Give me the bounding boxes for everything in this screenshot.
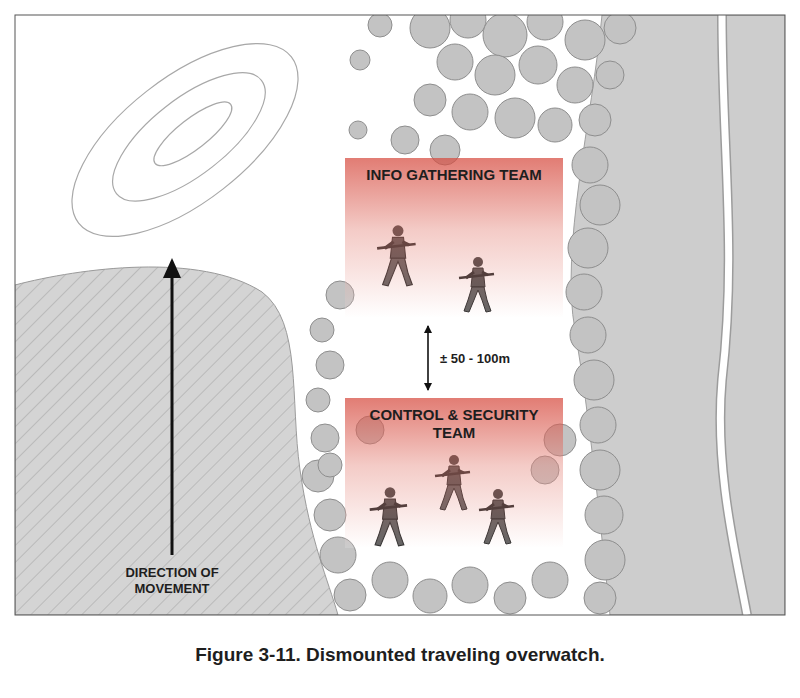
tree (570, 317, 606, 353)
tree (538, 108, 572, 142)
tree (450, 15, 486, 38)
tree (318, 453, 342, 477)
tree (437, 44, 473, 80)
tree (494, 582, 526, 614)
tree (566, 274, 602, 310)
tree (572, 147, 608, 183)
tree (311, 424, 339, 452)
tree (519, 46, 557, 84)
tree-cluster (302, 15, 636, 614)
direction-label: DIRECTION OF MOVEMENT (112, 565, 232, 597)
tree (414, 84, 446, 116)
tree (585, 496, 623, 534)
tree (527, 15, 563, 40)
team-label: INFO GATHERING TEAM (351, 166, 557, 184)
tree (483, 15, 527, 57)
tree (368, 15, 392, 37)
tree (495, 98, 535, 138)
tree (350, 50, 370, 70)
tree (475, 55, 515, 95)
tree (310, 318, 334, 342)
tree (604, 15, 636, 44)
tree (452, 567, 488, 603)
tree (532, 562, 568, 598)
tree (452, 94, 488, 130)
tree (413, 579, 447, 613)
tree (580, 185, 620, 225)
tree (580, 407, 616, 443)
tree (316, 351, 344, 379)
team-box: INFO GATHERING TEAM (345, 158, 563, 318)
tree (585, 540, 625, 580)
tree (557, 67, 593, 103)
distance-label: ± 50 - 100m (438, 351, 512, 366)
figure-caption: Figure 3-11. Dismounted traveling overwa… (0, 644, 800, 666)
tree (584, 582, 616, 614)
spacing-arrow (427, 326, 429, 390)
team-label: CONTROL & SECURITY TEAM (351, 406, 557, 442)
tree (306, 388, 330, 412)
tree (391, 126, 419, 154)
tree (314, 499, 346, 531)
tree (565, 20, 605, 60)
tree (579, 104, 611, 136)
team-box: CONTROL & SECURITY TEAM (345, 398, 563, 548)
tree (580, 450, 620, 490)
tree (334, 579, 366, 611)
tree (574, 360, 614, 400)
tree (596, 61, 624, 89)
tree (410, 15, 450, 48)
tree (372, 562, 408, 598)
tree (349, 121, 367, 139)
tree (568, 228, 608, 268)
